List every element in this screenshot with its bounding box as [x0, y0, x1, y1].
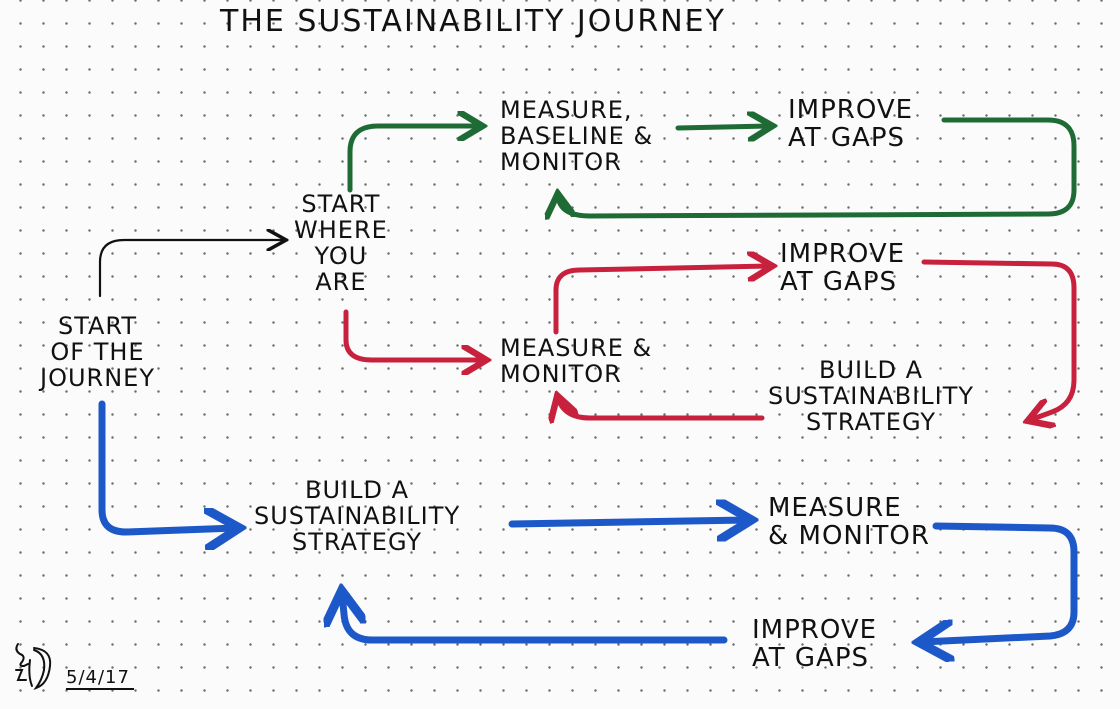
node-label-line: BUILD A: [305, 476, 410, 504]
node-label-line: JOURNEY: [40, 363, 155, 392]
node-label-line: AT GAPS: [780, 267, 898, 298]
node-green-improve-at-gaps: IMPROVE AT GAPS: [788, 96, 913, 152]
node-label-line: IMPROVE: [752, 615, 878, 645]
node-start-where-you-are: START WHERE YOU ARE: [294, 190, 388, 296]
node-blue-improve-at-gaps: IMPROVE AT GAPS: [752, 616, 877, 672]
node-label-line: MEASURE,: [500, 96, 633, 124]
arrow-red-measure-to-improve: [553, 266, 770, 335]
node-blue-measure-monitor: MEASURE & MONITOR: [768, 494, 930, 550]
node-blue-build-strategy: BUILD A SUSTAINABILITY STRATEGY: [254, 476, 461, 556]
node-label-line: IMPROVE: [780, 239, 906, 269]
node-label-line: BUILD A: [819, 356, 924, 384]
arrow-red-where-to-measure: [343, 309, 484, 360]
node-red-build-strategy: BUILD A SUSTAINABILITY STRATEGY: [768, 356, 975, 436]
node-label-line: MONITOR: [500, 147, 622, 176]
node-label-line: SUSTAINABILITY: [254, 501, 461, 530]
node-label-line: SUSTAINABILITY: [768, 381, 975, 410]
arrow-start-to-where: [98, 240, 284, 298]
node-label-line: WHERE: [294, 215, 388, 244]
arrow-green-measure-to-improve: [675, 126, 770, 128]
node-label-line: OF THE: [50, 337, 145, 366]
page-title: THE SUSTAINABILITY JOURNEY: [220, 4, 726, 39]
node-label-line: START: [57, 312, 138, 340]
node-label-line: MEASURE &: [500, 334, 653, 362]
arrow-blue-strategy-to-measure: [508, 520, 748, 524]
node-label-line: MONITOR: [500, 359, 622, 388]
node-label-line: MEASURE: [768, 493, 902, 523]
node-label-line: YOU: [314, 241, 368, 270]
arrow-blue-measure-to-improve: [922, 522, 1078, 642]
arrow-green-where-to-measure: [347, 126, 480, 193]
arrow-red-improve-to-strategy: [921, 259, 1077, 420]
node-label-line: ARE: [315, 267, 367, 296]
signature-date: 5/4/17: [66, 668, 134, 690]
arrow-red-strategy-to-measure: [558, 398, 765, 418]
node-label-line: STRATEGY: [291, 527, 423, 556]
node-red-improve-at-gaps: IMPROVE AT GAPS: [780, 240, 905, 296]
arrow-blue-improve-back-to-strategy: [342, 594, 728, 644]
node-red-measure-monitor: MEASURE & MONITOR: [500, 334, 653, 388]
node-label-line: STRATEGY: [805, 407, 937, 436]
node-label-line: AT GAPS: [788, 123, 906, 154]
node-label-line: START: [301, 190, 381, 218]
node-label-line: & MONITOR: [768, 521, 930, 552]
signature-scribble: [15, 643, 52, 690]
node-label-line: BASELINE &: [500, 121, 654, 150]
arrow-green-improve-back-to-measure: [558, 117, 1077, 216]
node-green-measure-baseline-monitor: MEASURE, BASELINE & MONITOR: [500, 96, 654, 176]
node-label-line: AT GAPS: [752, 643, 870, 674]
node-label-line: IMPROVE: [788, 95, 914, 125]
arrow-blue-start-to-strategy: [98, 400, 236, 532]
node-start-of-journey: START OF THE JOURNEY: [40, 312, 155, 392]
